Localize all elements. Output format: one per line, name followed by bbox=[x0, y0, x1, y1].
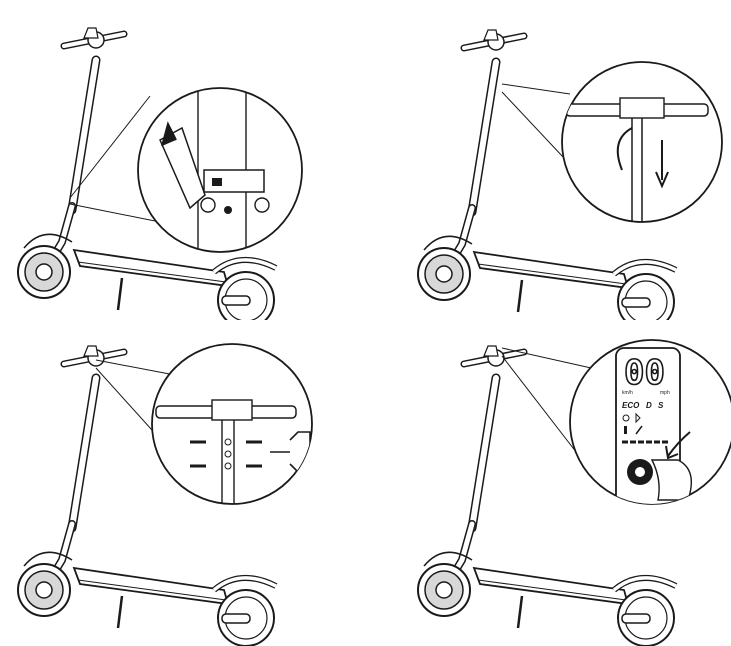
wrench-icon bbox=[635, 425, 643, 435]
step-4-power-panel: 00 km/h mph ECO D S bbox=[370, 320, 731, 646]
temperature-icon bbox=[624, 426, 627, 434]
mode-s-label: S bbox=[658, 401, 664, 410]
mode-d-label: D bbox=[646, 401, 652, 410]
headlight-icon bbox=[622, 414, 630, 422]
arrow-icon bbox=[655, 140, 669, 189]
unit-kmh-label: km/h bbox=[622, 390, 633, 396]
zoom-circle bbox=[151, 343, 313, 505]
callout-line bbox=[69, 95, 161, 223]
bluetooth-icon bbox=[635, 412, 641, 424]
mode-eco-label: ECO bbox=[622, 401, 640, 410]
arrow-icon bbox=[665, 431, 691, 460]
step-2-handlebar-panel bbox=[370, 0, 731, 320]
step-1-unfold-latch-panel bbox=[0, 0, 370, 320]
speed-digits: 00 bbox=[624, 353, 665, 393]
unit-mph-label: mph bbox=[660, 390, 670, 396]
arrow-icon bbox=[161, 121, 177, 147]
step-3-screws-panel bbox=[0, 320, 370, 646]
